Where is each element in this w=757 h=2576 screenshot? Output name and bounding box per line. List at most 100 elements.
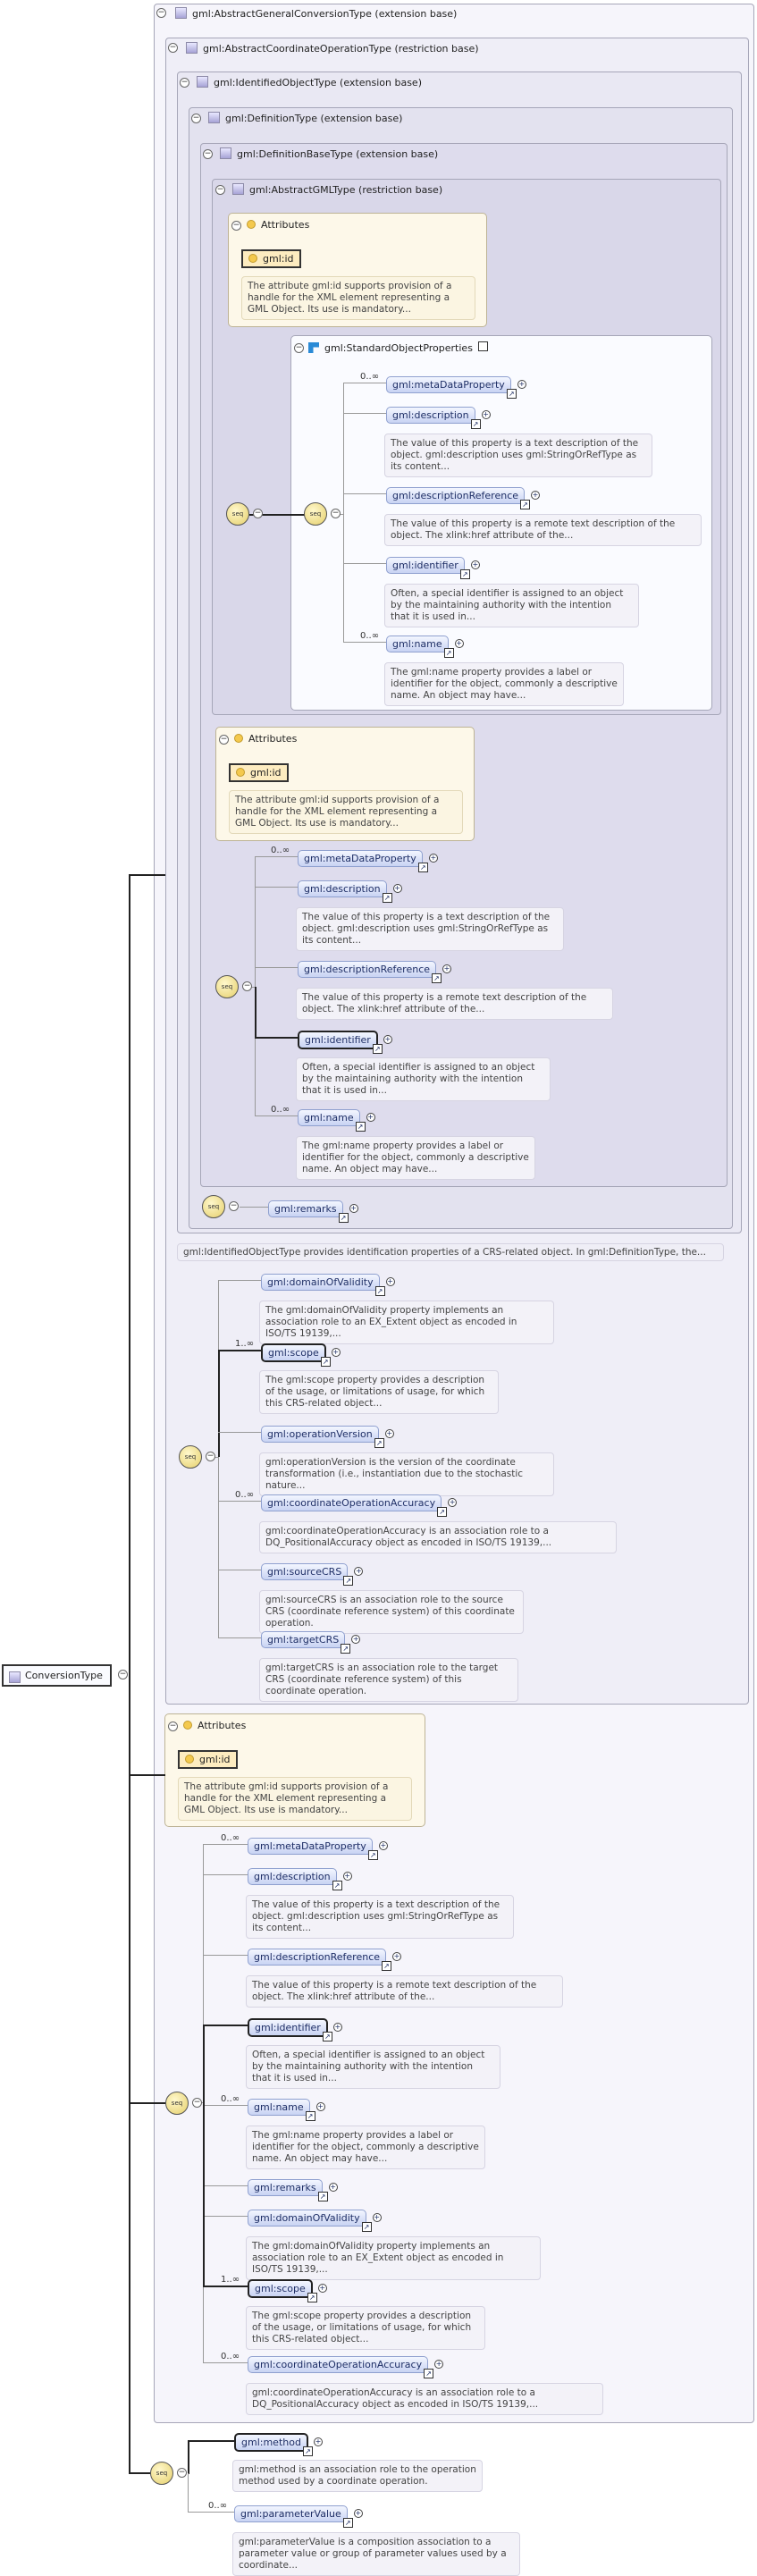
link-icon[interactable]: ↗ (520, 500, 531, 509)
expand-toggle[interactable] (384, 1429, 394, 1438)
link-icon[interactable]: ↗ (307, 2293, 317, 2302)
link-icon[interactable]: ↗ (372, 1044, 383, 1054)
link-icon[interactable]: ↗ (355, 1122, 366, 1132)
element-parameter-value[interactable]: gml:parameterValue↗ (234, 2505, 363, 2528)
sequence-icon[interactable]: seq (202, 1195, 225, 1218)
element-coordinate-operation-accuracy[interactable]: gml:coordinateOperationAccuracy↗ (248, 2356, 444, 2378)
link-icon[interactable]: ↗ (382, 893, 392, 903)
element-target-crs[interactable]: gml:targetCRS↗ (261, 1631, 361, 1654)
link-icon[interactable]: ↗ (341, 1644, 351, 1654)
sequence-icon[interactable]: seq (215, 975, 239, 998)
link-icon[interactable]: ↗ (437, 1507, 448, 1517)
collapse-toggle[interactable] (215, 185, 225, 195)
expand-toggle[interactable] (392, 884, 402, 893)
element-identifier[interactable]: gml:identifier↗ (386, 557, 480, 579)
expand-toggle[interactable] (317, 2284, 327, 2293)
element-description[interactable]: gml:description↗ (386, 407, 491, 429)
expand-toggle[interactable] (366, 1113, 375, 1122)
link-icon[interactable]: ↗ (342, 2518, 353, 2528)
collapse-toggle[interactable] (191, 114, 201, 123)
link-icon[interactable]: ↗ (374, 1286, 385, 1296)
link-icon[interactable]: ↗ (361, 2222, 372, 2232)
attribute-gml-id[interactable]: gml:id (241, 249, 301, 268)
expand-toggle[interactable] (331, 1348, 341, 1357)
collapse-toggle[interactable] (242, 981, 252, 991)
attribute-gml-id[interactable]: gml:id (229, 763, 289, 782)
link-icon[interactable]: ↗ (459, 569, 470, 579)
expand-toggle[interactable] (531, 491, 541, 500)
collapse-toggle[interactable] (253, 509, 263, 518)
link-icon[interactable]: ↗ (432, 973, 442, 983)
expand-toggle[interactable] (434, 2360, 444, 2369)
link-icon[interactable]: ↗ (322, 2032, 332, 2041)
expand-toggle[interactable] (448, 1498, 458, 1507)
link-icon[interactable]: ↗ (424, 2369, 434, 2378)
link-icon[interactable]: ↗ (343, 1576, 354, 1586)
expand-toggle[interactable] (442, 964, 452, 973)
expand-toggle[interactable] (332, 2023, 342, 2032)
expand-toggle[interactable] (428, 854, 438, 863)
element-scope[interactable]: gml:scope↗ (248, 2279, 327, 2302)
collapse-toggle[interactable] (231, 221, 241, 231)
element-metadata-property[interactable]: gml:metaDataProperty↗ (386, 376, 526, 399)
expand-toggle[interactable] (349, 1204, 358, 1213)
link-icon[interactable] (477, 341, 488, 351)
link-icon[interactable]: ↗ (367, 1850, 378, 1860)
sequence-icon[interactable]: seq (179, 1445, 202, 1469)
collapse-toggle[interactable] (294, 343, 304, 353)
expand-toggle[interactable] (385, 1277, 395, 1286)
expand-toggle[interactable] (354, 1567, 364, 1576)
collapse-toggle[interactable] (219, 735, 229, 745)
collapse-toggle[interactable] (331, 509, 341, 518)
expand-toggle[interactable] (353, 2509, 363, 2518)
expand-toggle[interactable] (383, 1035, 392, 1044)
element-identifier[interactable]: gml:identifier↗ (248, 2018, 342, 2041)
expand-toggle[interactable] (470, 560, 480, 569)
link-icon[interactable]: ↗ (417, 863, 428, 872)
sequence-icon[interactable]: seq (165, 2092, 189, 2115)
element-description[interactable]: gml:description↗ (248, 1868, 352, 1890)
expand-toggle[interactable] (481, 410, 491, 419)
expand-toggle[interactable] (517, 380, 526, 389)
collapse-toggle[interactable] (177, 2468, 187, 2478)
element-description-reference[interactable]: gml:descriptionReference↗ (298, 961, 452, 983)
expand-toggle[interactable] (378, 1841, 388, 1850)
link-icon[interactable]: ↗ (374, 1438, 384, 1448)
expand-toggle[interactable] (313, 2437, 323, 2446)
attribute-gml-id[interactable]: gml:id (178, 1750, 238, 1769)
expand-toggle[interactable] (342, 1872, 352, 1881)
expand-toggle[interactable] (328, 2183, 338, 2192)
element-description-reference[interactable]: gml:descriptionReference↗ (386, 487, 541, 509)
collapse-toggle[interactable] (118, 1670, 128, 1679)
element-remarks[interactable]: gml:remarks↗ (248, 2179, 338, 2201)
collapse-toggle[interactable] (229, 1201, 239, 1211)
collapse-toggle[interactable] (203, 149, 213, 159)
element-metadata-property[interactable]: gml:metaDataProperty↗ (248, 1838, 388, 1860)
element-scope[interactable]: gml:scope↗ (261, 1343, 341, 1367)
sequence-icon[interactable]: seq (304, 502, 327, 526)
element-source-crs[interactable]: gml:sourceCRS↗ (261, 1563, 364, 1586)
element-domain-of-validity[interactable]: gml:domainOfValidity↗ (248, 2210, 382, 2232)
expand-toggle[interactable] (351, 1635, 361, 1644)
collapse-toggle[interactable] (180, 78, 189, 88)
element-name[interactable]: gml:name↗ (386, 636, 464, 658)
element-description-reference[interactable]: gml:descriptionReference↗ (248, 1949, 402, 1971)
link-icon[interactable]: ↗ (382, 1961, 392, 1971)
link-icon[interactable]: ↗ (443, 648, 454, 658)
element-operation-version[interactable]: gml:operationVersion↗ (261, 1426, 394, 1448)
root-type-conversion[interactable]: ConversionType (2, 1664, 112, 1687)
element-domain-of-validity[interactable]: gml:domainOfValidity↗ (261, 1274, 395, 1296)
element-coordinate-operation-accuracy[interactable]: gml:coordinateOperationAccuracy↗ (261, 1494, 458, 1517)
element-method[interactable]: gml:method↗ (234, 2433, 323, 2456)
link-icon[interactable]: ↗ (320, 1357, 331, 1367)
link-icon[interactable]: ↗ (305, 2111, 315, 2121)
element-metadata-property[interactable]: gml:metaDataProperty↗ (298, 850, 438, 872)
link-icon[interactable]: ↗ (302, 2446, 313, 2456)
element-description[interactable]: gml:description↗ (298, 880, 402, 903)
link-icon[interactable]: ↗ (332, 1881, 342, 1890)
expand-toggle[interactable] (372, 2213, 382, 2222)
collapse-toggle[interactable] (168, 1722, 178, 1731)
link-icon[interactable]: ↗ (506, 389, 517, 399)
expand-toggle[interactable] (454, 639, 464, 648)
link-icon[interactable]: ↗ (338, 1213, 349, 1223)
